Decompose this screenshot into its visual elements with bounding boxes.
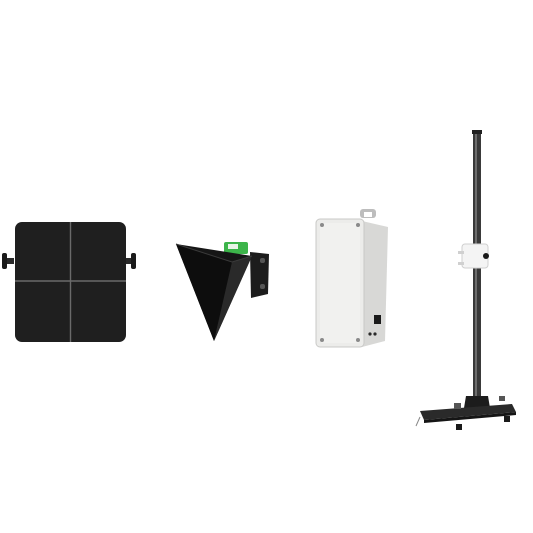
quad-panel-plate-icon: [2, 222, 136, 342]
corner-reflector-icon: [175, 242, 269, 341]
enclosure-box-icon: [315, 209, 388, 348]
mounting-pole-stand-icon: [415, 130, 516, 430]
mounting-pole-stand: [412, 128, 520, 434]
quad-panel-plate: [0, 215, 145, 347]
enclosure-box: [312, 207, 392, 349]
corner-reflector: [172, 238, 278, 348]
